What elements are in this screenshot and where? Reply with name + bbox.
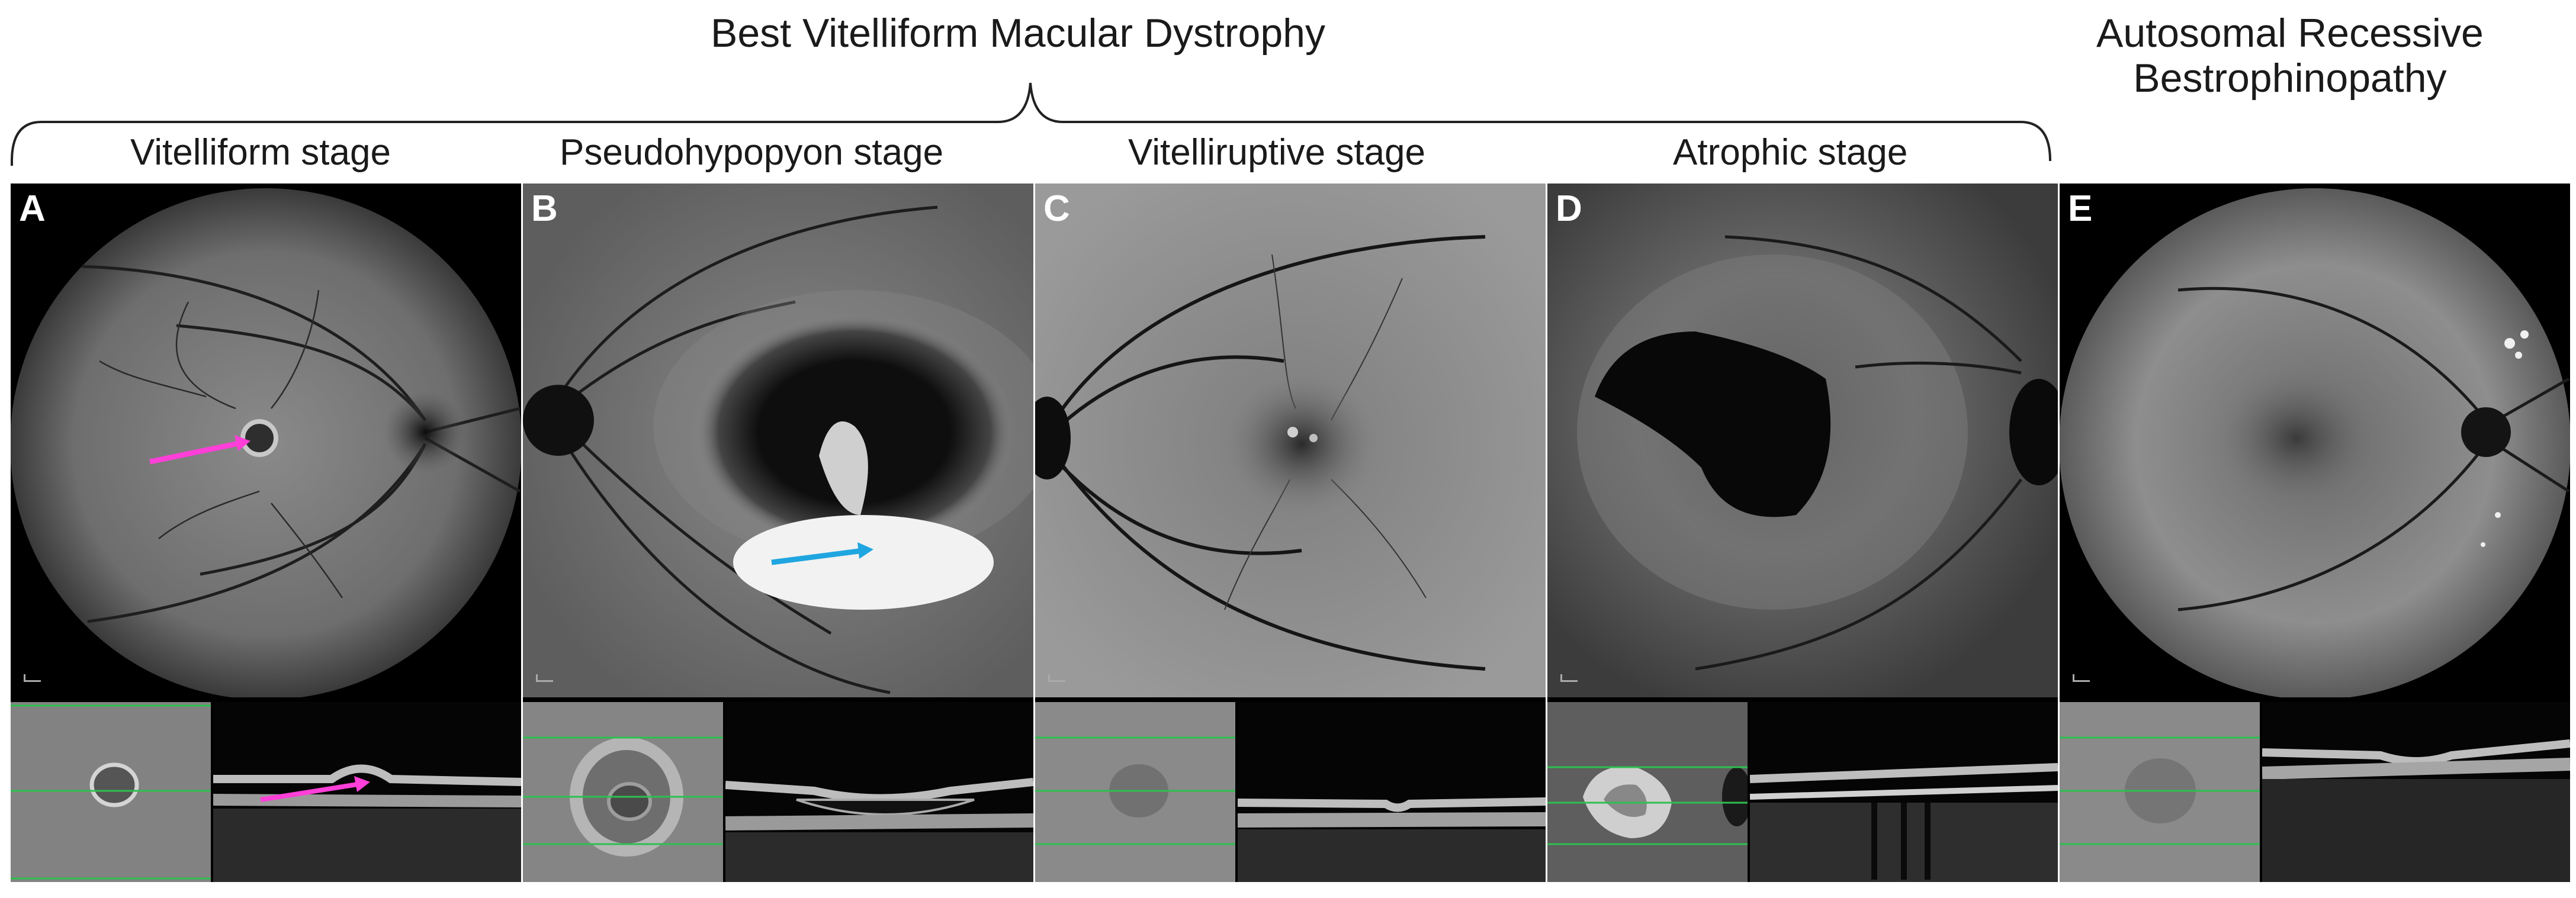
slo-image-d <box>1547 702 1748 882</box>
panel-letter-b: B <box>531 188 558 229</box>
fundus-image-e: E <box>2060 184 2570 697</box>
side-title: Autosomal Recessive Bestrophinopathy <box>2096 11 2484 101</box>
oct-scan-e <box>2262 702 2570 882</box>
scale-bar <box>536 674 553 682</box>
arrow-icon <box>260 776 370 802</box>
panel-letter-a: A <box>19 188 46 229</box>
group-brace <box>11 82 2051 166</box>
slo-image-b <box>523 702 723 882</box>
fundus-image-d: D <box>1547 184 2058 697</box>
fundus-image-c: C <box>1035 184 1546 697</box>
side-title-line2: Bestrophinopathy <box>2133 56 2447 101</box>
oct-scan-a <box>213 702 521 882</box>
slo-image-a <box>11 702 211 882</box>
panel-letter-d: D <box>1556 188 1582 229</box>
panel-letter-c: C <box>1043 188 1070 229</box>
fundus-image-a: A <box>11 184 521 697</box>
stage-label-d: Atrophic stage <box>1673 132 1908 173</box>
arrow-icon <box>149 435 250 465</box>
panel-a: A <box>11 184 521 882</box>
fundus-image-b: B <box>523 184 1033 697</box>
panel-d: D <box>1547 184 2058 882</box>
arrow-icon <box>771 542 873 565</box>
scale-bar <box>1048 674 1065 682</box>
oct-scan-c <box>1238 702 1546 882</box>
stage-label-b: Pseudohypopyon stage <box>560 132 944 173</box>
main-title: Best Vitelliform Macular Dystrophy <box>711 11 1325 56</box>
scale-bar <box>1560 674 1578 682</box>
oct-scan-b <box>725 702 1033 882</box>
stage-label-c: Vitelliruptive stage <box>1128 132 1426 173</box>
panel-e: E <box>2060 184 2570 882</box>
slo-image-c <box>1035 702 1235 882</box>
panel-letter-e: E <box>2068 188 2093 229</box>
side-title-line1: Autosomal Recessive <box>2096 11 2484 56</box>
oct-scan-d <box>1750 702 2058 882</box>
scale-bar <box>24 674 41 682</box>
slo-image-e <box>2060 702 2260 882</box>
panel-b: B <box>523 184 1033 882</box>
scale-bar <box>2073 674 2090 682</box>
panel-c: C <box>1035 184 1546 882</box>
stage-label-a: Vitelliform stage <box>130 132 391 173</box>
